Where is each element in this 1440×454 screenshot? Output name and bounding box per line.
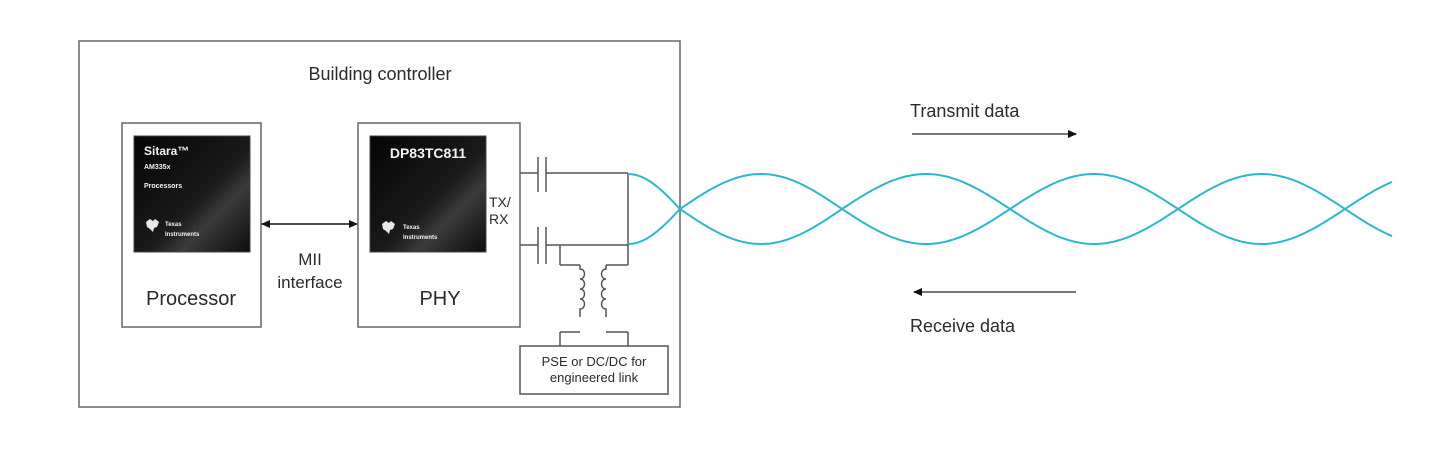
phy-chip bbox=[369, 135, 487, 253]
processor-label: Processor bbox=[146, 288, 236, 310]
mii-interface-label-line2: interface bbox=[277, 273, 342, 292]
ti-logo-icon bbox=[146, 219, 159, 232]
phy-port-label-line1: TX/ bbox=[489, 194, 511, 210]
processor-chip-line1: AM335x bbox=[144, 164, 171, 171]
transmit-data-label: Transmit data bbox=[910, 101, 1020, 121]
processor-chip-brand: Sitara™ bbox=[144, 144, 189, 158]
phy-port-label-line2: RX bbox=[489, 211, 509, 227]
processor-chip-line2: Processors bbox=[144, 183, 182, 190]
phy-label: PHY bbox=[419, 288, 460, 310]
twisted-pair-cable bbox=[627, 173, 1393, 245]
phy-ti-logo-line2: Instruments bbox=[403, 235, 438, 241]
processor-ti-logo-line1: Texas bbox=[165, 222, 182, 228]
receive-data-label: Receive data bbox=[910, 316, 1016, 336]
ti-logo-icon bbox=[382, 221, 395, 234]
building-controller-box bbox=[78, 40, 681, 408]
cable-wire-b bbox=[627, 173, 1393, 245]
building-controller-title: Building controller bbox=[308, 64, 451, 84]
mii-interface-label-line1: MII bbox=[298, 250, 322, 269]
processor-ti-logo-line2: Instruments bbox=[165, 232, 200, 238]
phy-ti-logo-line1: Texas bbox=[403, 225, 420, 231]
power-supply-box bbox=[519, 345, 669, 395]
power-supply-label-line1: PSE or DC/DC for bbox=[542, 354, 647, 369]
phy-chip-part: DP83TC811 bbox=[390, 145, 466, 161]
power-supply-label-line2: engineered link bbox=[550, 370, 639, 385]
coupling-network bbox=[520, 157, 629, 346]
processor-chip bbox=[133, 135, 251, 253]
